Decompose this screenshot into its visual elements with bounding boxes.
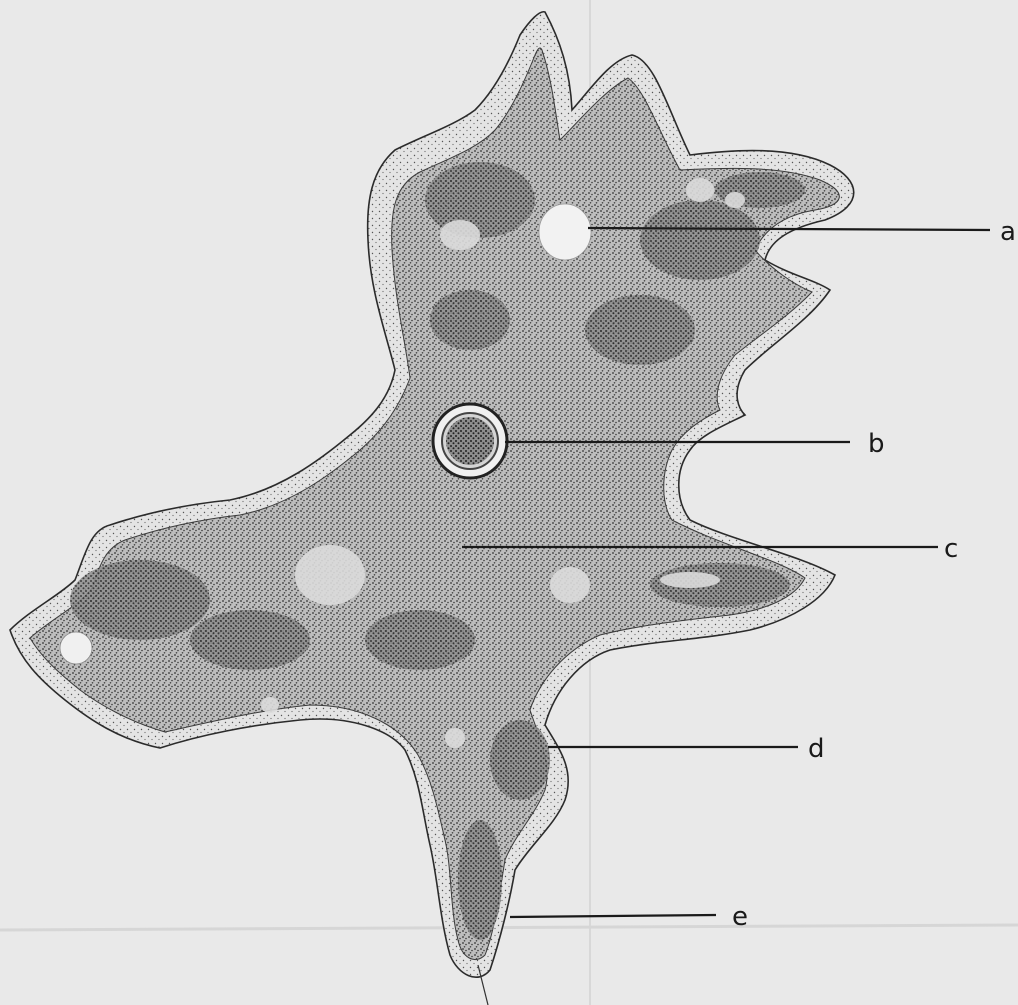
label-d: d (808, 734, 825, 764)
leader-line-e (510, 915, 716, 917)
contractile-vacuole (539, 204, 591, 260)
label-b: b (868, 429, 885, 459)
label-c: c (944, 534, 958, 564)
label-a: a (1000, 217, 1016, 247)
label-e: e (732, 902, 748, 932)
nucleus (433, 404, 507, 478)
food-vacuole (60, 632, 92, 664)
paper-fold-horizontal (0, 925, 1018, 930)
